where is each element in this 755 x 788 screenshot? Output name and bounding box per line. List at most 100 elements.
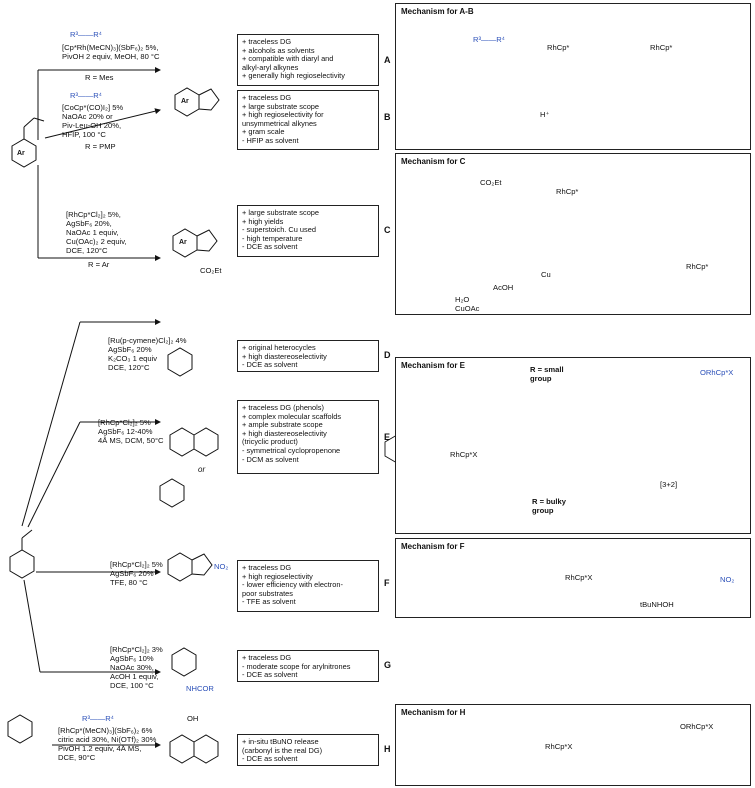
mech-ab-hplus: H⁺ [540, 110, 550, 119]
feature-item: + alcohols as solvents [242, 45, 315, 55]
mechanism-f-box: Mechanism for F [395, 538, 751, 618]
features-box-a: + traceless DG+ alcohols as solvents+ co… [237, 34, 379, 86]
feature-item: + ample substrate scope [242, 420, 323, 430]
arrows-top [37, 67, 161, 261]
mech-c-acoh: AcOH [493, 283, 514, 292]
label-f: F [384, 578, 390, 588]
mechanism-ab-title: Mechanism for A-B [401, 7, 474, 16]
feature-item: - DCE as solvent [242, 754, 298, 764]
mech-e-orhcpx: ORhCp*X [700, 368, 734, 377]
features-box-f: + traceless DG+ high regioselectivity- l… [237, 560, 379, 612]
conditions-c: [RhCp*Cl₂]₂ 5%, AgSbF₆ 20%, NaOAc 1 equi… [66, 210, 127, 255]
features-box-h: + in-situ tBuNO release (carbonyl is the… [237, 734, 379, 766]
feature-item: + high regioselectivity for [242, 110, 324, 120]
features-box-g: + traceless DG- moderate scope for aryln… [237, 650, 379, 682]
indole-product-ab [174, 87, 220, 117]
feature-item: - superstoich. Cu used [242, 225, 316, 235]
label-c: C [384, 225, 391, 235]
mechanism-h-box: Mechanism for H [395, 704, 751, 786]
mech-f-rhcpx: RhCp*X [565, 573, 593, 582]
products-d-g [159, 347, 219, 677]
mechanism-c-title: Mechanism for C [401, 157, 466, 166]
feature-item: + generally high regioselectivity [242, 71, 345, 81]
feature-item: - DCE as solvent [242, 242, 298, 252]
label-a: A [384, 55, 391, 65]
mech-c-diazo-ester: CO₂Et [480, 178, 502, 187]
feature-item: + traceless DG [242, 563, 292, 572]
label-d: D [384, 350, 391, 360]
feature-item: unsymmetrical alkynes [242, 118, 317, 128]
mech-e-bulky-group: R = bulky group [532, 497, 566, 515]
mech-f-byproduct: tBuNHOH [640, 600, 674, 609]
feature-item: + large substrate scope [242, 208, 320, 217]
feature-item: (tricyclic product) [242, 437, 298, 447]
feature-item: + original heterocycles [242, 343, 316, 352]
features-box-d: + original heterocycles+ high diastereos… [237, 340, 379, 372]
feature-item: (carbonyl is the real DG) [242, 745, 323, 755]
mech-e-cycloaddition: [3+2] [660, 480, 678, 489]
feature-item: + high regioselectivity [242, 571, 313, 581]
reagent-b: R³——R⁴ [70, 91, 102, 100]
feature-item: - TFE as solvent [242, 597, 296, 607]
feature-item: - lower efficiency with electron- [242, 580, 343, 590]
reagent-h: R³——R⁴ [82, 714, 114, 723]
mechanism-e-box: Mechanism for E [395, 357, 751, 534]
mech-c-cu: Cu [541, 270, 551, 279]
mechanism-e-title: Mechanism for E [401, 361, 466, 370]
mech-ab-rhcp-1: RhCp* [547, 43, 570, 52]
start-top-ar: Ar [17, 150, 25, 157]
r-note-c: R = Ar [88, 260, 110, 269]
feature-item: + large substrate scope [242, 101, 320, 111]
product-h-oh: OH [187, 714, 199, 723]
nitrone-start-top [11, 117, 45, 168]
features-box-b: + traceless DG+ large substrate scope+ h… [237, 90, 379, 150]
product-c-ester: CO₂Et [200, 266, 222, 275]
feature-item: + traceless DG [242, 93, 292, 102]
mech-c-rhcp: RhCp* [556, 187, 579, 196]
feature-item: - DCE as solvent [242, 670, 298, 680]
h-structures [7, 714, 219, 764]
product-f-no2: NO₂ [214, 562, 229, 571]
feature-item: - high temperature [242, 233, 303, 243]
product-c-ar: Ar [179, 239, 187, 246]
mech-f-no2: NO₂ [720, 575, 735, 584]
feature-item: + high diastereoselectivity [242, 351, 327, 361]
mechanism-ab-box: Mechanism for A-B [395, 3, 751, 150]
label-h: H [384, 744, 391, 754]
feature-item: - DCM as solvent [242, 454, 299, 464]
product-g-nhcor: NHCOR [186, 684, 214, 693]
feature-item: + traceless DG [242, 653, 292, 662]
mech-h-rhcpx: RhCp*X [545, 742, 573, 751]
mech-h-orhcpx: ORhCp*X [680, 722, 714, 731]
mech-ab-alkyne: R³——R⁴ [473, 35, 505, 44]
conditions-g: [RhCp*Cl₂]₂ 3% AgSbF₆ 10% NaOAc 30%, AcO… [110, 645, 163, 690]
conditions-d: [Ru(p-cymene)Cl₂]₂ 4% AgSbF₆ 20% K₂CO₃ 1… [108, 336, 187, 372]
feature-item: - DCE as solvent [242, 360, 298, 370]
r-note-a: R = Mes [85, 73, 114, 82]
arrows-bottom [21, 319, 161, 675]
nitrone-start-bottom [9, 529, 35, 579]
or-text-e: or [198, 465, 206, 474]
mech-e-small-group: R = small group [530, 365, 564, 383]
conditions-h: [RhCp*(MeCN)₃](SbF₆)₂ 6% citric acid 30%… [58, 726, 157, 762]
mech-c-cuoac: H₂O CuOAc [455, 295, 480, 313]
feature-item: - HFIP as solvent [242, 135, 299, 145]
mech-c-rhcp-2: RhCp* [686, 262, 709, 271]
features-box-c: + large substrate scope+ high yields- su… [237, 205, 379, 257]
product-ab-ar: Ar [181, 98, 189, 105]
feature-item: + high diastereoselectivity [242, 428, 327, 438]
feature-item: + gram scale [242, 127, 285, 137]
mech-ab-rhcp-2: RhCp* [650, 43, 673, 52]
feature-item: - symmetrical cyclopropenone [242, 445, 341, 455]
indole-product-c [172, 228, 218, 258]
label-e: E [384, 432, 391, 442]
feature-item: alkyl-aryl alkynes [242, 62, 299, 72]
conditions-b: [CoCp*(CO)I₂] 5% NaOAc 20% or Piv-Leu-OH… [62, 103, 124, 139]
mechanism-c-box: Mechanism for C [395, 153, 751, 315]
conditions-f: [RhCp*Cl₂]₂ 5% AgSbF₆ 20% TFE, 80 °C [110, 560, 163, 587]
label-b: B [384, 112, 391, 122]
mech-e-rhcpx: RhCp*X [450, 450, 478, 459]
feature-item: + in-situ tBuNO release [242, 737, 319, 746]
conditions-e: [RhCp*Cl₂]₂ 5% AgSbF₆ 12-40% 4Å MS, DCM,… [98, 418, 164, 445]
feature-item: + traceless DG (phenols) [242, 403, 324, 412]
